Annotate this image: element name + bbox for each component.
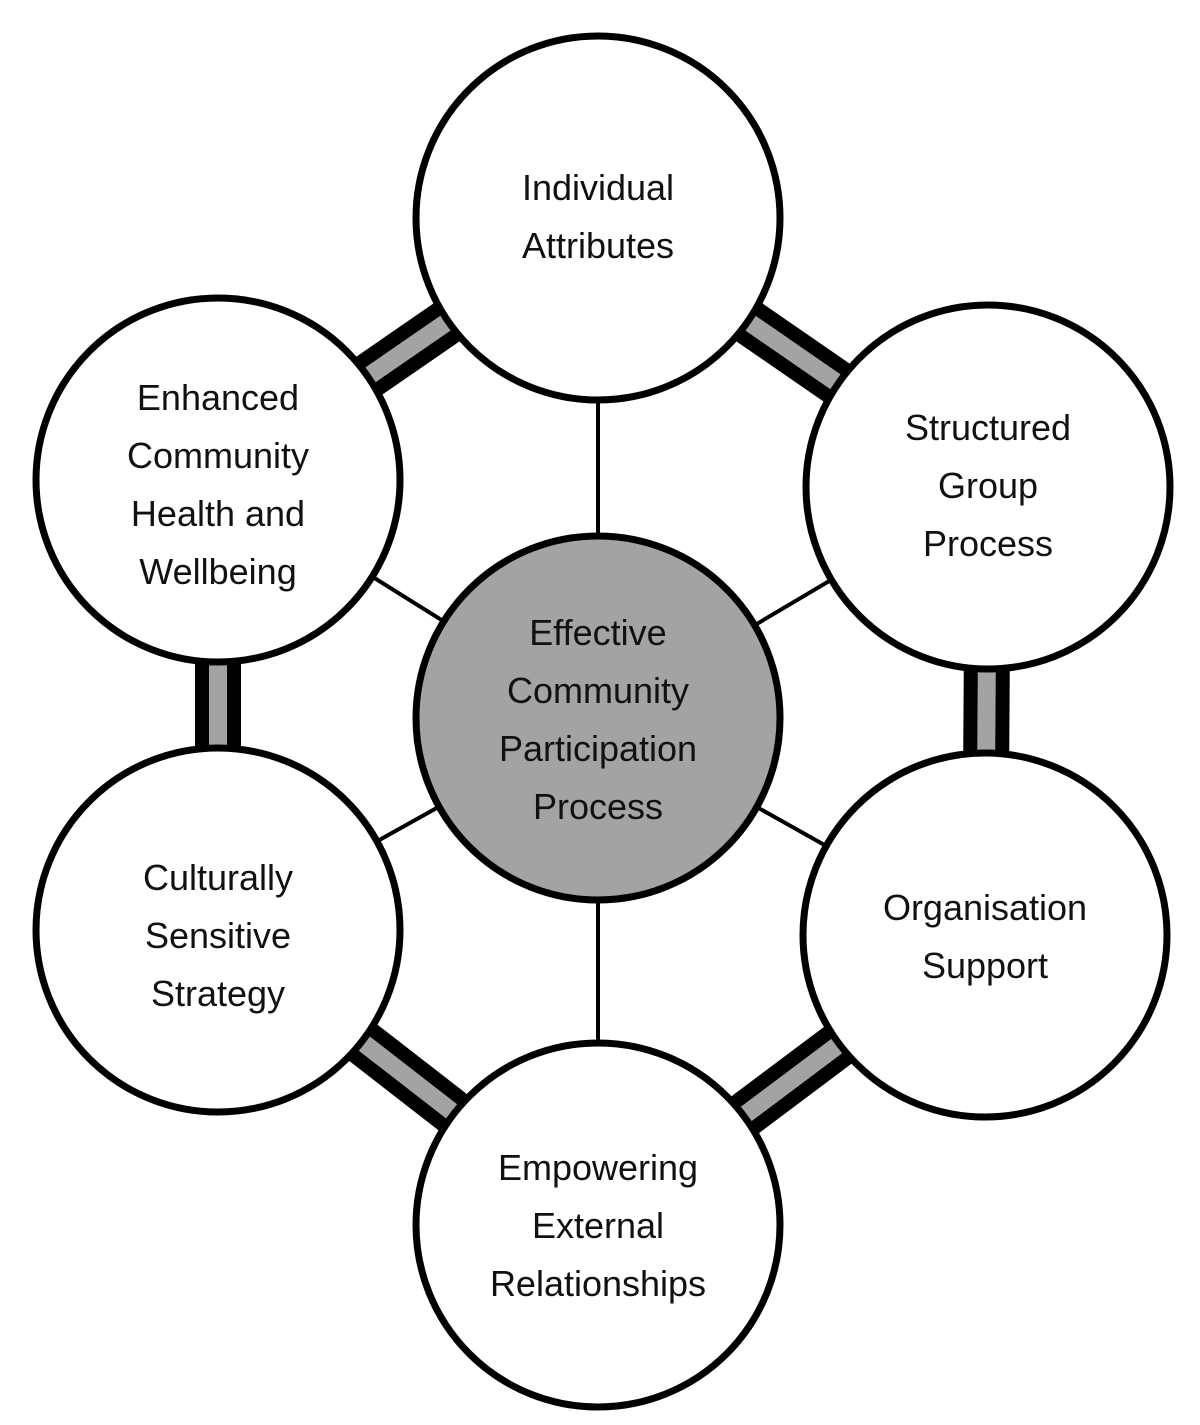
label-line: Sensitive	[145, 915, 291, 956]
node-structured-group-process-circle	[802, 301, 1174, 673]
label-line: Relationships	[490, 1263, 706, 1304]
label-line: Process	[533, 786, 663, 827]
label-line: Enhanced	[137, 377, 299, 418]
label-line: Health and	[131, 493, 305, 534]
node-culturally-sensitive-strategy-circle	[32, 744, 404, 1116]
node-organisation-support-circle	[799, 749, 1171, 1121]
label-line: Strategy	[151, 973, 285, 1014]
label-line: Culturally	[143, 857, 293, 898]
label-line: Participation	[499, 728, 697, 769]
label-line: Structured	[905, 407, 1071, 448]
label-line: Organisation	[883, 887, 1087, 928]
label-line: External	[532, 1205, 664, 1246]
label-line: Empowering	[498, 1147, 698, 1188]
label-line: Community	[507, 670, 689, 711]
label-line: Attributes	[522, 225, 674, 266]
center-node-circle	[412, 532, 784, 904]
label-line: Process	[923, 523, 1053, 564]
node-individual-attributes-circle	[412, 32, 784, 404]
label-line: Wellbeing	[139, 551, 296, 592]
label-line: Support	[922, 945, 1048, 986]
label-line: Individual	[522, 167, 674, 208]
label-line: Effective	[529, 612, 666, 653]
label-line: Community	[127, 435, 309, 476]
label-line: Group	[938, 465, 1038, 506]
node-enhanced-community-health-circle	[32, 294, 404, 666]
node-empowering-external-relationships-circle	[412, 1039, 784, 1411]
